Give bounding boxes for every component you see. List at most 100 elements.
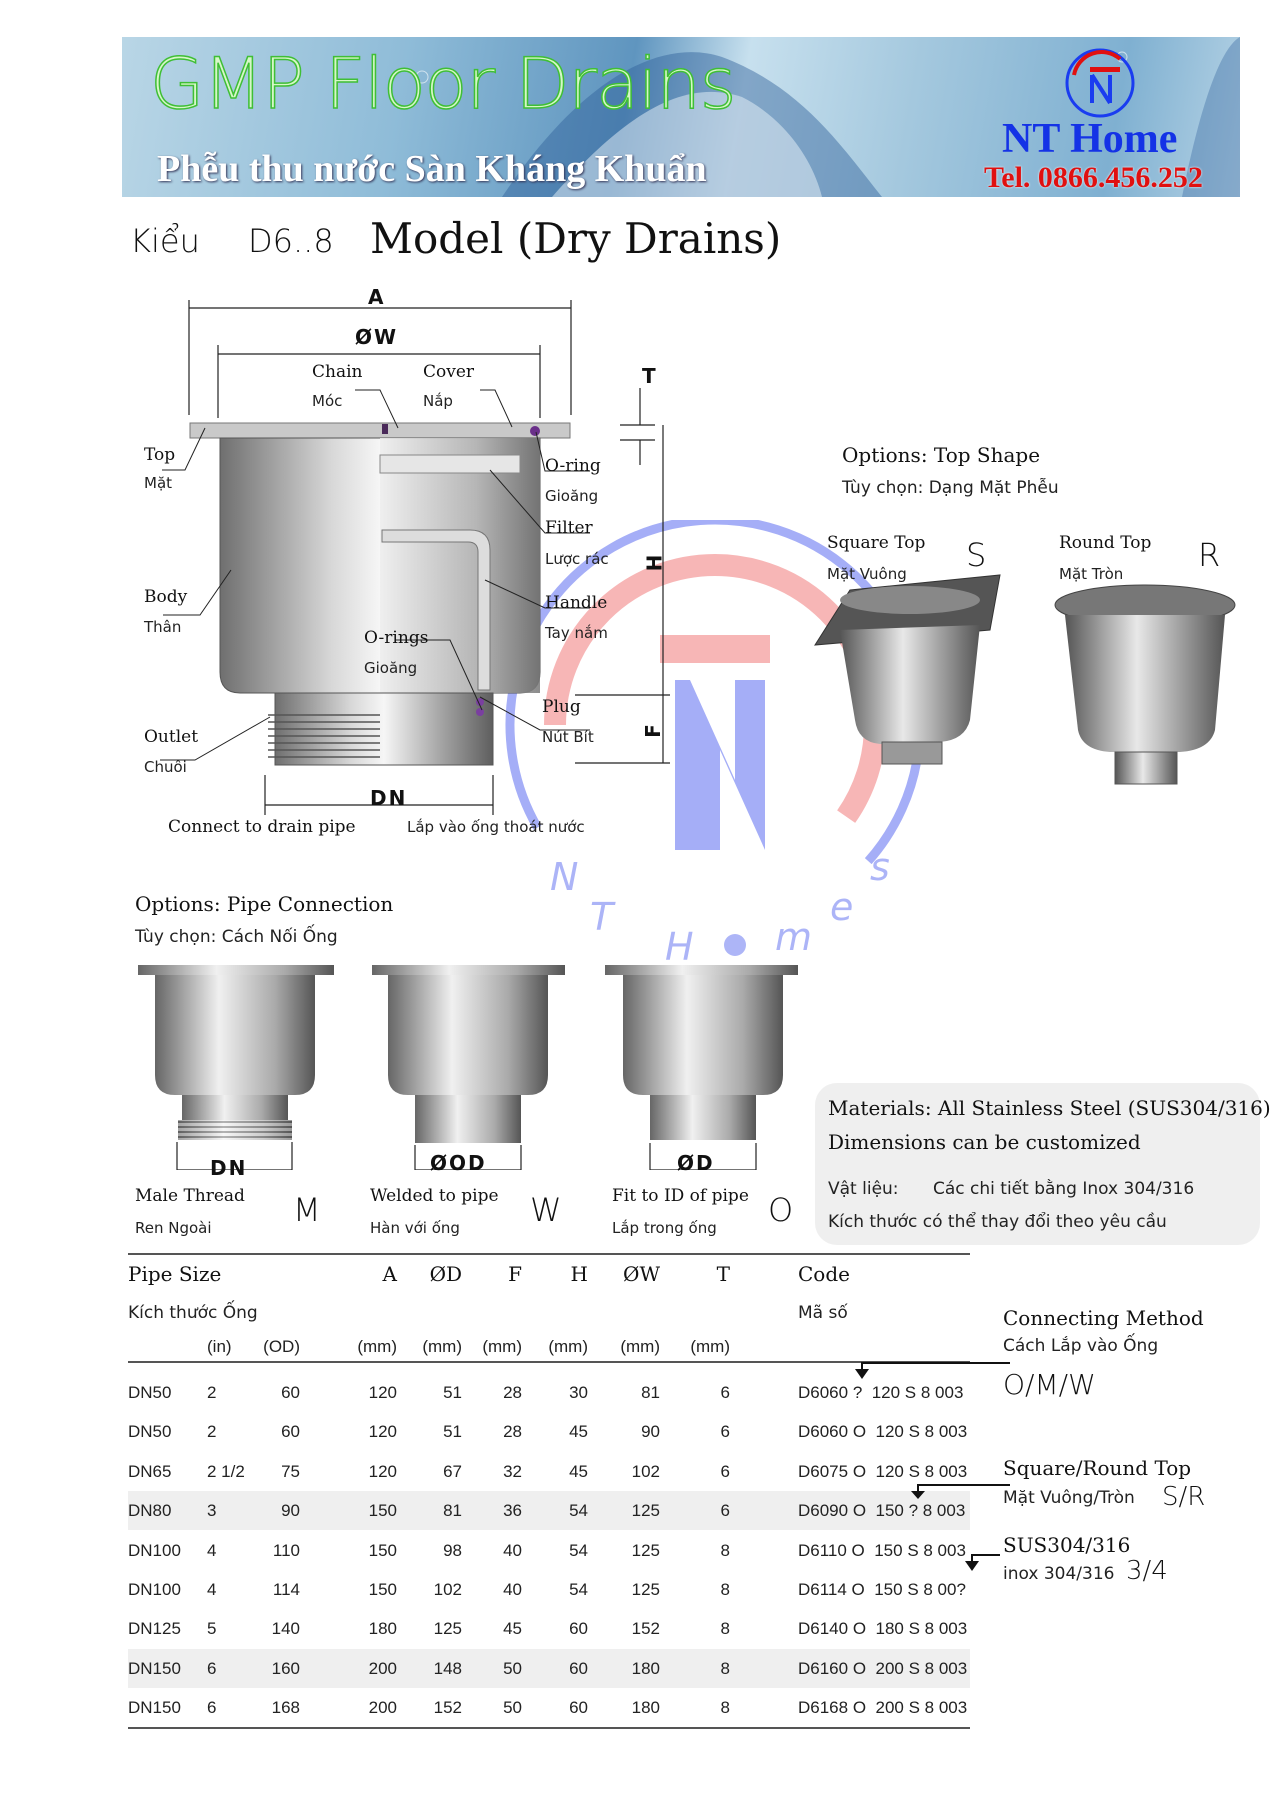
top-shape-title: Options: Top Shape [842, 443, 1041, 467]
fit-id-code: O [768, 1191, 794, 1229]
dim-t: 8 [720, 1658, 730, 1678]
male-thread-code: M [293, 1191, 321, 1229]
part-body-vi: Thân [144, 618, 182, 636]
dim-f: 50 [503, 1658, 522, 1678]
header-f: F [508, 1262, 522, 1286]
square-top-label-vi: Mặt Vuông [827, 565, 907, 583]
dim-d: 51 [443, 1383, 462, 1402]
svg-text:e: e [830, 885, 853, 929]
male-thread-label: Male Thread [135, 1186, 245, 1206]
pipe-connection-title: Options: Pipe Connection [135, 892, 394, 916]
part-filter-vi: Lược rác [545, 550, 609, 568]
pipe-od: 60 [281, 1383, 300, 1402]
pipe-in: 3 [207, 1501, 217, 1521]
part-cover-vi: Nắp [423, 392, 453, 410]
dim-d: 102 [433, 1580, 462, 1599]
dim-h: 60 [569, 1658, 588, 1678]
svg-text:s: s [870, 845, 890, 889]
square-top-code: S [966, 536, 987, 574]
pipe-dn: DN125 [128, 1619, 181, 1639]
dim-w: 180 [631, 1698, 660, 1718]
legend-material-codes: 3/4 [1126, 1556, 1168, 1586]
unit-label: (mm) [482, 1337, 522, 1356]
pipe-od: 114 [272, 1580, 300, 1599]
part-filter: Filter [545, 518, 593, 538]
top-shape-title-vi: Tùy chọn: Dạng Mặt Phễu [842, 478, 1059, 498]
dim-f: 40 [503, 1540, 522, 1560]
table-header-rule [128, 1361, 970, 1363]
row-shading [128, 1648, 970, 1688]
pipe-od: 75 [281, 1461, 300, 1481]
pipe-dn: DN50 [128, 1422, 172, 1442]
pipe-dn: DN100 [128, 1580, 181, 1599]
fit-id-dim: ØD [677, 1151, 715, 1175]
fit-id-label: Fit to ID of pipe [612, 1186, 749, 1206]
dim-w: 81 [641, 1383, 660, 1402]
pipe-in: 2 [207, 1422, 217, 1442]
water-splash-image [415, 37, 1240, 197]
dim-h: 45 [569, 1422, 588, 1442]
dim-a: 150 [368, 1580, 397, 1599]
pipe-od: 110 [272, 1540, 300, 1560]
banner-title: GMP Floor Drains [149, 42, 737, 126]
materials-line2: Dimensions can be customized [828, 1130, 1141, 1154]
pipe-od: 168 [271, 1698, 300, 1718]
table-top-rule [128, 1253, 970, 1255]
unit-label: (in) [207, 1337, 232, 1356]
dim-a: A [368, 285, 386, 309]
product-code: D6114 O 150 S 8 00? [798, 1580, 966, 1599]
dim-d: 98 [443, 1540, 462, 1560]
materials-box: Materials: All Stainless Steel (SUS304/3… [815, 1083, 1271, 1245]
product-code: D6160 O 200 S 8 003 [798, 1658, 968, 1678]
part-handle-vi: Tay nắm [545, 624, 608, 642]
pipe-dn: DN150 [128, 1698, 181, 1718]
part-orings-vi: Gioăng [364, 659, 418, 677]
header-a: A [382, 1262, 397, 1286]
unit-label: (mm) [620, 1337, 660, 1356]
dim-h: 54 [569, 1540, 588, 1560]
dim-w: 180 [631, 1658, 660, 1678]
product-code: D6060 ? 120 S 8 003 [798, 1383, 964, 1402]
dim-a: 120 [368, 1461, 397, 1481]
welded-label-vi: Hàn với ống [370, 1219, 460, 1237]
dim-t: 8 [720, 1580, 730, 1599]
dim-w: 152 [631, 1619, 660, 1639]
dim-d: 125 [433, 1619, 462, 1639]
part-outlet: Outlet [144, 727, 199, 747]
dim-h: 45 [569, 1461, 588, 1481]
product-code: D6168 O 200 S 8 003 [798, 1698, 968, 1718]
header-code-vi: Mã số [798, 1303, 848, 1323]
dim-a: 200 [368, 1658, 397, 1678]
fit-id-label-vi: Lắp trong ống [612, 1219, 717, 1237]
svg-text:N: N [550, 855, 578, 899]
unit-label: (mm) [690, 1337, 730, 1356]
pipe-in: 5 [207, 1619, 217, 1639]
unit-label: (mm) [422, 1337, 462, 1356]
part-body: Body [144, 587, 188, 607]
dim-t: 6 [720, 1501, 730, 1521]
nt-home-logo-icon [1065, 48, 1135, 118]
part-chain-vi: Móc [312, 392, 343, 410]
materials-vi-value: Các chi tiết bằng Inox 304/316 [933, 1179, 1195, 1199]
legend-top-vi: Mặt Vuông/Tròn [1003, 1488, 1135, 1508]
unit-label: (OD) [263, 1337, 300, 1356]
dim-f: 32 [503, 1461, 522, 1481]
dim-d: 152 [433, 1698, 462, 1718]
pipe-od: 140 [271, 1619, 300, 1639]
pipe-in: 4 [207, 1580, 217, 1599]
pipe-connection-renders [138, 965, 798, 1170]
dim-a: 120 [368, 1422, 397, 1442]
materials-vi-line2: Kích thước có thể thay đổi theo yêu cầu [828, 1212, 1167, 1232]
materials-vi-label: Vật liệu: [828, 1179, 899, 1199]
header-d: ØD [429, 1262, 462, 1286]
round-top-label-vi: Mặt Tròn [1059, 565, 1124, 583]
brand-name: NT Home [1002, 116, 1178, 162]
banner: GMP Floor Drains Phễu thu nước Sàn Kháng… [122, 37, 1240, 197]
part-top-vi: Mặt [144, 474, 173, 492]
legend-top: Square/Round Top [1003, 1456, 1192, 1480]
cross-section-drawing [160, 300, 670, 815]
part-plug: Plug [542, 697, 581, 717]
part-oring: O-ring [545, 456, 601, 476]
dim-t: 6 [720, 1422, 730, 1442]
